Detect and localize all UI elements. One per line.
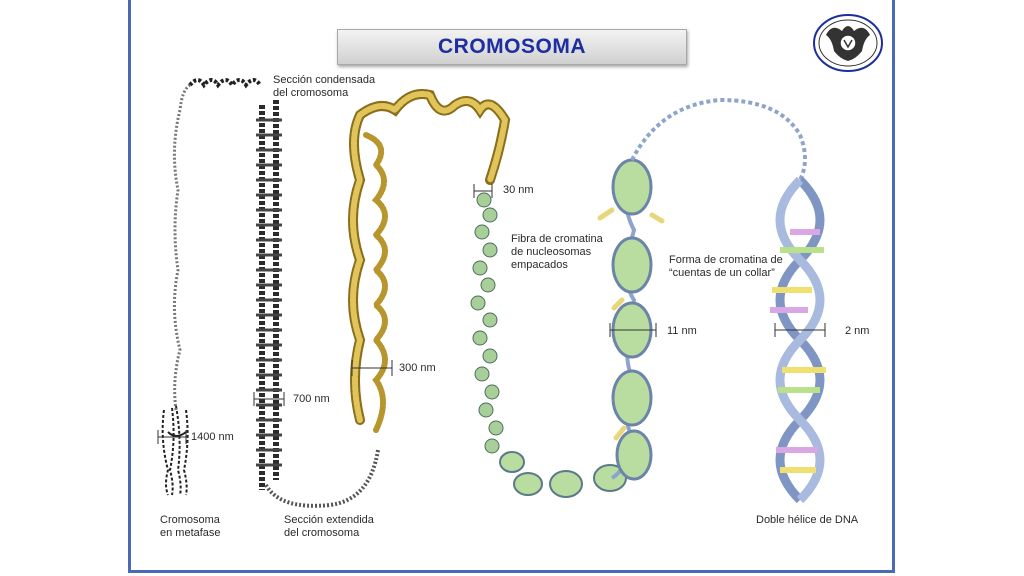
metaphase-chromosome bbox=[161, 405, 189, 496]
label-300nm: 300 nm bbox=[399, 362, 436, 374]
slide-title: CROMOSOMA bbox=[438, 35, 586, 58]
label-1400nm: 1400 nm bbox=[191, 431, 234, 443]
extended-coil bbox=[264, 449, 380, 508]
dna-arc-coil bbox=[630, 97, 807, 181]
university-crest-logo bbox=[813, 14, 883, 72]
label-700nm: 700 nm bbox=[293, 393, 330, 405]
condensed-loops bbox=[256, 118, 282, 467]
label-dna-double-helix: Doble hélice de DNA bbox=[756, 514, 859, 526]
histone-tails bbox=[597, 207, 665, 441]
nucleosome-fiber bbox=[470, 192, 504, 454]
condensed-strand bbox=[172, 83, 191, 411]
dna-double-helix bbox=[775, 176, 825, 504]
label-2nm: 2 nm bbox=[845, 325, 870, 337]
title-banner: CROMOSOMA bbox=[337, 29, 687, 65]
measure-markers bbox=[157, 184, 826, 444]
slide-frame bbox=[128, 0, 895, 573]
bottom-nucleosomes bbox=[499, 451, 627, 498]
label-11nm: 11 nm bbox=[667, 325, 697, 337]
label-beads-on-string: Forma de cromatina de“cuentas de un coll… bbox=[669, 254, 783, 279]
base-pairs bbox=[770, 229, 826, 473]
top-coil bbox=[188, 78, 262, 89]
label-30nm: 30 nm bbox=[503, 184, 534, 196]
condensed-section bbox=[259, 100, 279, 490]
